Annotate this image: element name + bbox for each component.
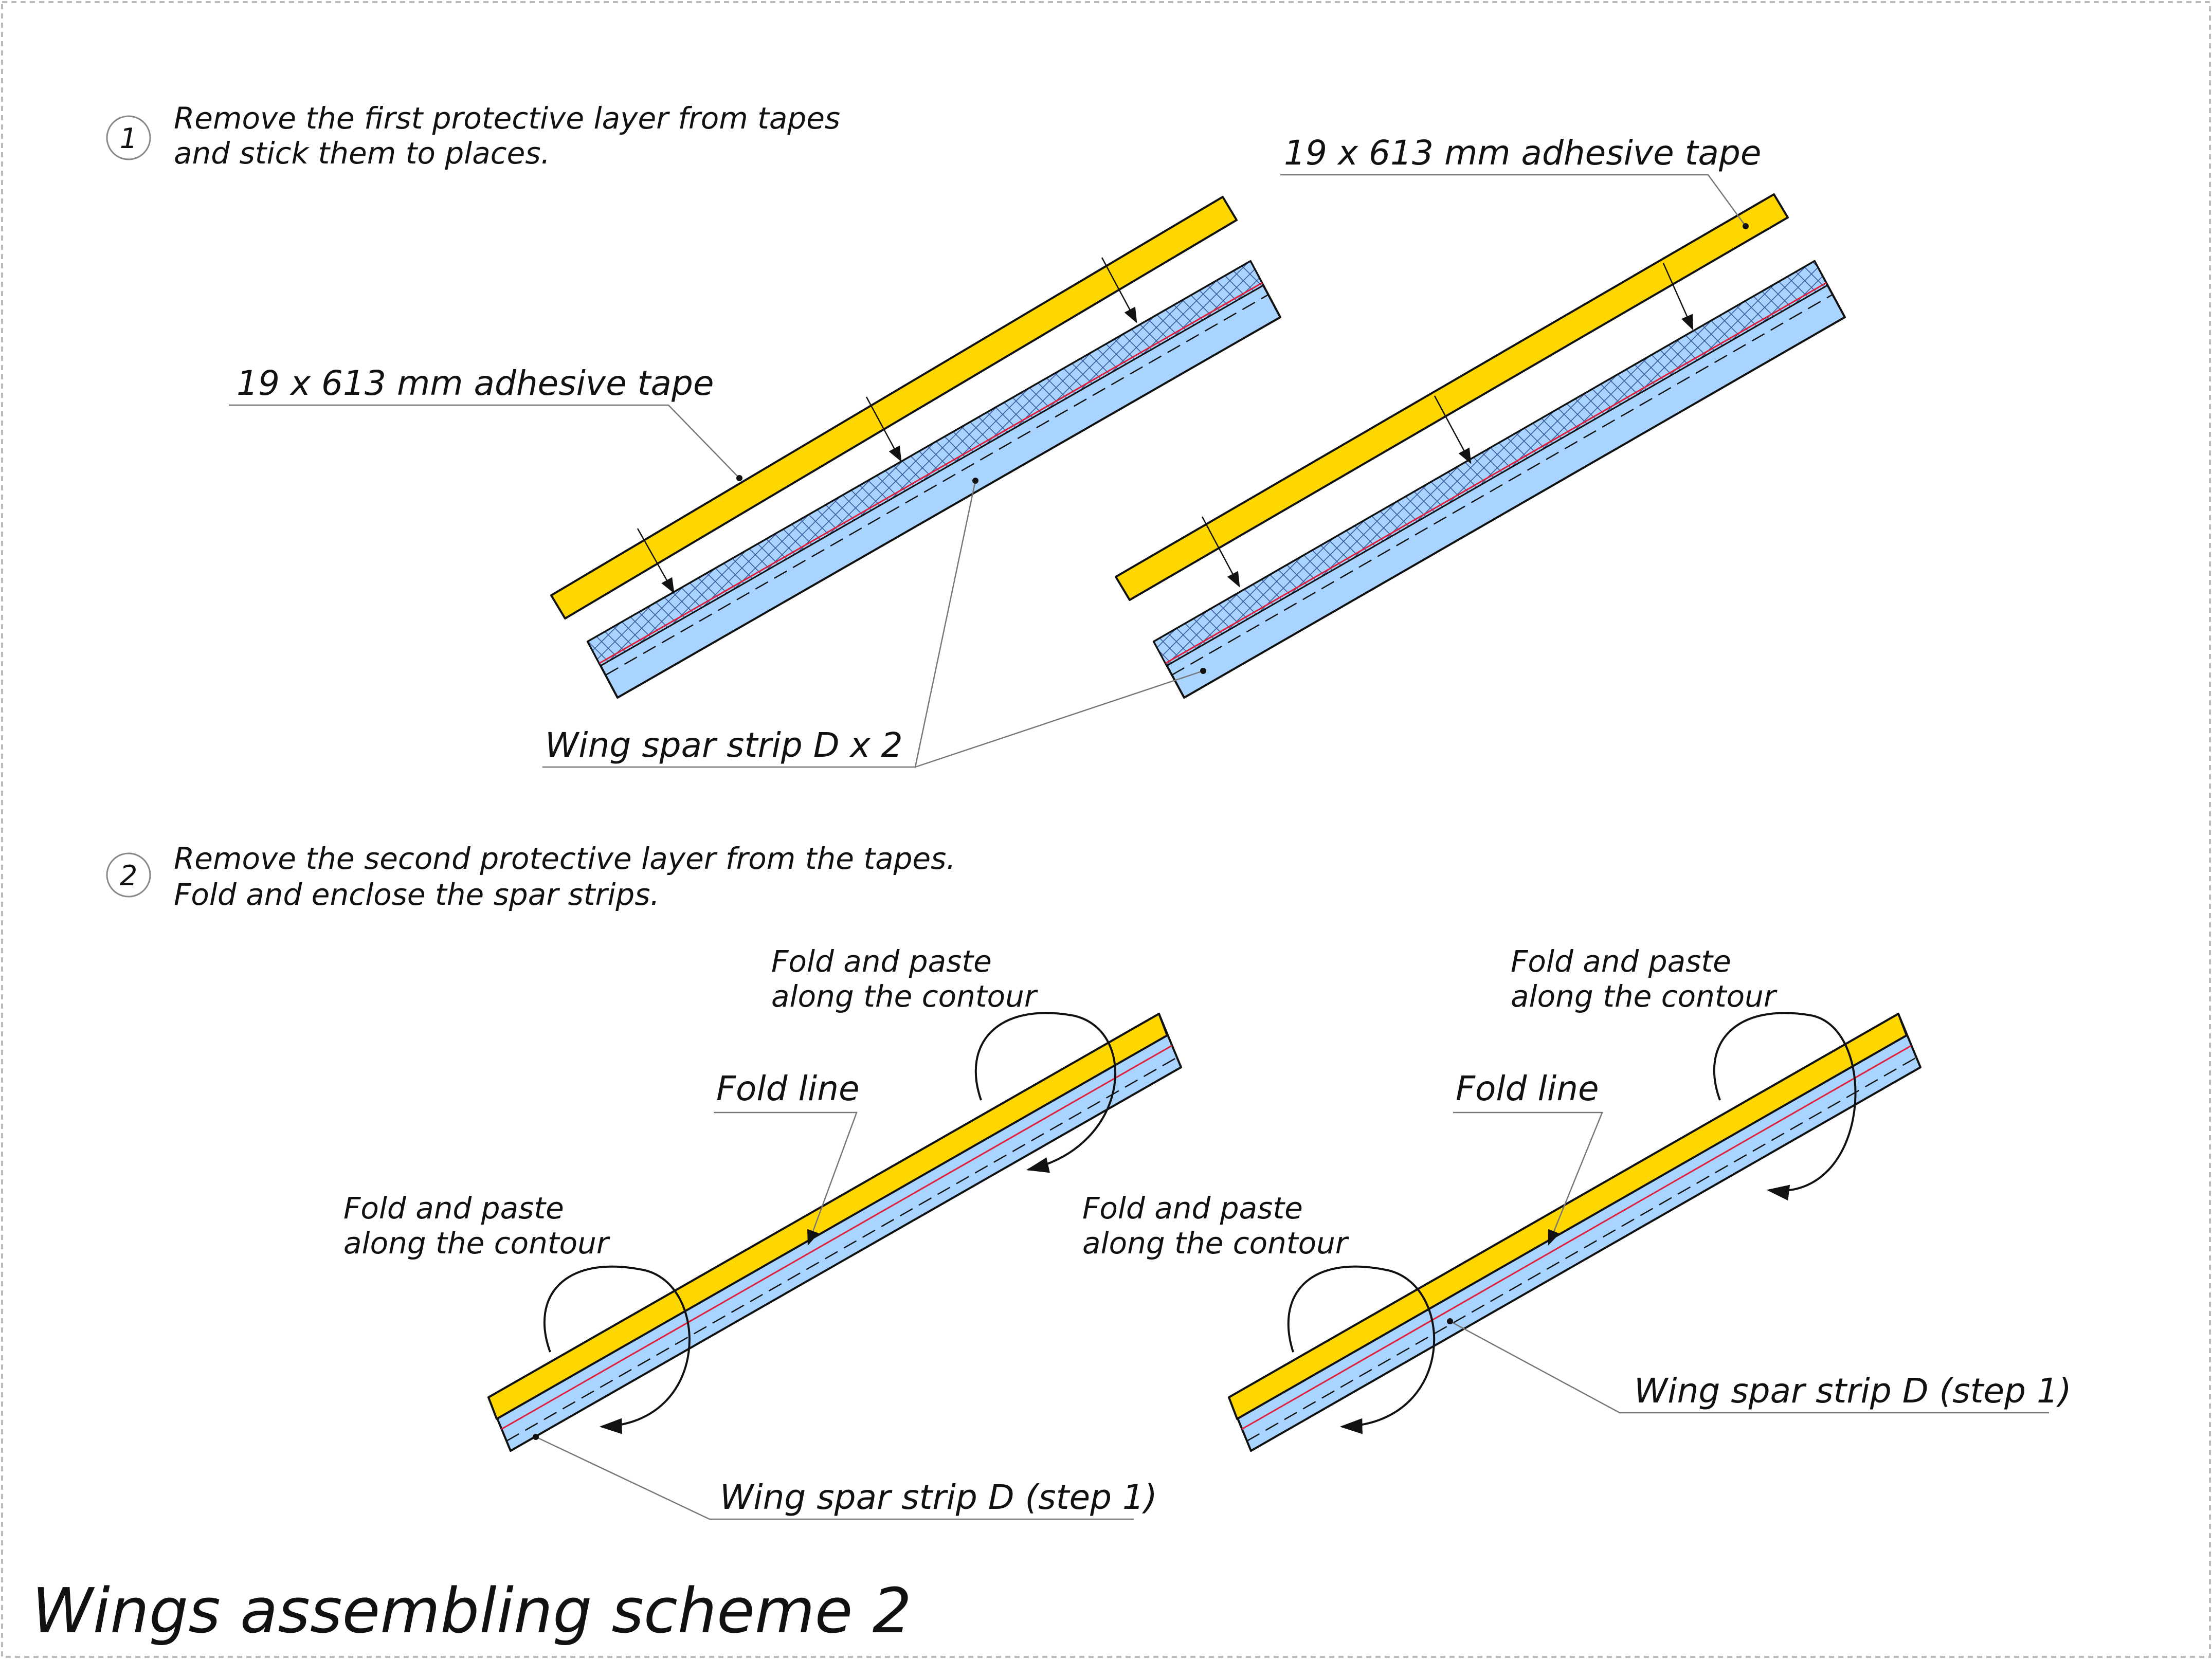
folded-strip-right-edge [1237,1034,1907,1420]
placement-arrow [1101,257,1137,323]
placement-arrow [1201,516,1240,588]
adhesive-tape-left [550,196,1238,619]
fold-paste-mid-right-line-2: along the contour [1082,1226,1349,1261]
leader-dot [972,478,978,484]
fold-line-label-left-leader [714,1111,858,1246]
fold-paste-bottom-left-line-2: along the contour [343,1226,610,1261]
strip-label-left: Wing spar strip D (step 1) [720,1478,1157,1517]
tape-label-right: 19 x 613 mm adhesive tape [1284,133,1761,173]
folded-strip-left-edge [496,1034,1168,1420]
step-1-left-assembly [550,196,1281,699]
spar-strip-right-adhesive-zone [1152,260,1829,667]
strip-label-right: Wing spar strip D (step 1) [1634,1371,2072,1411]
leader-dot [1200,668,1206,674]
strip-label-right-leader [1449,1320,2049,1414]
spar-strip-left-adhesive-zone [586,260,1265,667]
spar-strip-right-dash-line [1171,294,1833,676]
tape-label-left: 19 x 613 mm adhesive tape [237,363,714,403]
fold-arrow-right-top [1713,1012,1857,1201]
fold-paste-top-right-line-1: Fold and paste [1511,944,1731,979]
step-1-right-assembly [1115,193,1846,699]
fold-paste-bottom-left-line-1: Fold and paste [343,1191,564,1226]
tape-label-right-leader [1280,174,1747,227]
step-2-badge [106,852,151,898]
fold-paste-top-right-line-2: along the contour [1511,979,1778,1014]
leader-dot [1743,223,1749,229]
fold-arrow-left-bottom [543,1265,691,1434]
fold-arrow-right-bottom [1287,1265,1436,1434]
leader-dot [736,475,742,481]
step-1-instruction-line-1: Remove the first protective layer from t… [174,101,840,136]
folded-strip-right-fold-line [1241,1045,1912,1430]
tape-label-left-leader [229,404,740,479]
step-2-instruction-line-2: Fold and enclose the spar strips. [174,877,660,912]
step-2-number: 2 [120,860,137,892]
fold-paste-mid-right-line-1: Fold and paste [1082,1191,1303,1226]
leader-dot [533,1434,539,1440]
step-2-instruction-line-1: Remove the second protective layer from … [174,841,956,876]
adhesive-tape-right [1115,193,1789,601]
fold-line-label-right: Fold line [1456,1069,1599,1108]
placement-arrow [1662,263,1694,331]
spar-strip-right-fold-line [1165,282,1827,664]
step-1-instruction-line-2: and stick them to places. [174,136,550,171]
step-2-header: 2 Remove the second protective layer fro… [106,841,956,912]
step-1-number: 1 [120,122,137,155]
fold-arrow-left-top [974,1012,1117,1173]
fold-line-label-left: Fold line [716,1069,860,1108]
step-1-callouts: 19 x 613 mm adhesive tape 19 x 613 mm ad… [229,133,1761,768]
strip-label-left-leader [535,1436,1134,1520]
fold-paste-top-left-line-1: Fold and paste [771,944,992,979]
placement-arrow [865,396,902,462]
spar-strip-left-dash-line [605,294,1269,676]
leader-dot [1447,1318,1453,1324]
step-2-right-callouts: Fold and paste along the contour Fold li… [1082,944,2072,1414]
spar-strip-label-leader-2 [915,670,1204,768]
step-2-right-assembly [1228,1012,1921,1452]
fold-line-label-right-leader [1453,1111,1603,1246]
step-2-left-assembly [487,1012,1182,1452]
drawing-title: Wings assembling scheme 2 [32,1576,912,1647]
step-2-left-callouts: Fold and paste along the contour Fold li… [343,944,1157,1520]
spar-strip-left-fold-line [599,282,1263,664]
step-1-header: 1 Remove the first protective layer from… [106,101,840,171]
spar-strip-label: Wing spar strip D x 2 [545,725,903,765]
folded-strip-left-fold-line [501,1045,1172,1430]
placement-arrow [637,528,675,594]
step-1-badge [106,115,151,160]
placement-arrow [1434,395,1472,464]
fold-paste-top-left-line-2: along the contour [771,979,1038,1014]
